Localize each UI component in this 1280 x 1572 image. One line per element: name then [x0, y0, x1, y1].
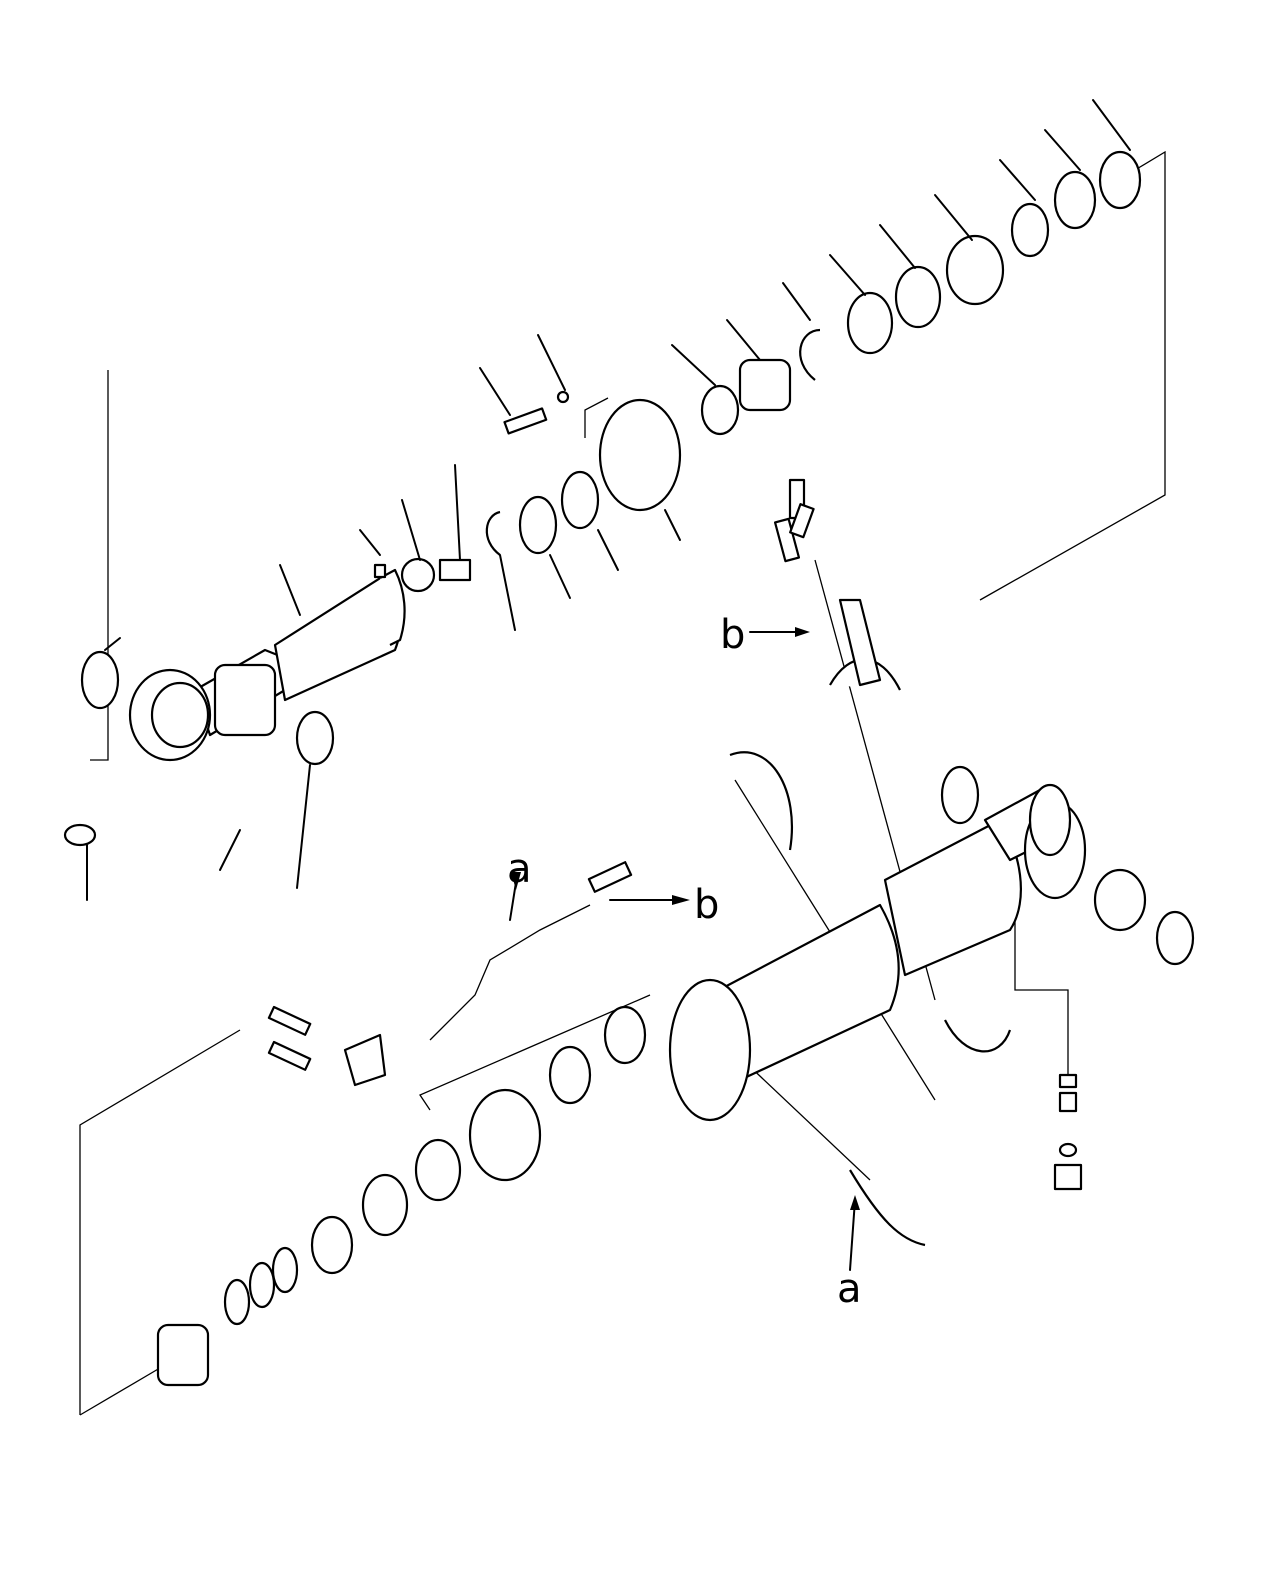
reference-labels: a b b a	[507, 612, 862, 1312]
label-b-right: b	[694, 882, 719, 928]
leader-lines	[86, 99, 1131, 901]
label-a-lower: a	[837, 1266, 862, 1312]
rod-eye	[128, 668, 212, 762]
clamps	[267, 478, 1083, 1247]
upper-rings	[63, 150, 1142, 847]
label-a-upper: a	[507, 846, 532, 892]
cylinder-tube	[668, 765, 1195, 1122]
assembly-guide-lines	[79, 150, 1166, 1416]
lower-rings	[156, 1005, 647, 1387]
label-b-left: b	[720, 612, 745, 658]
